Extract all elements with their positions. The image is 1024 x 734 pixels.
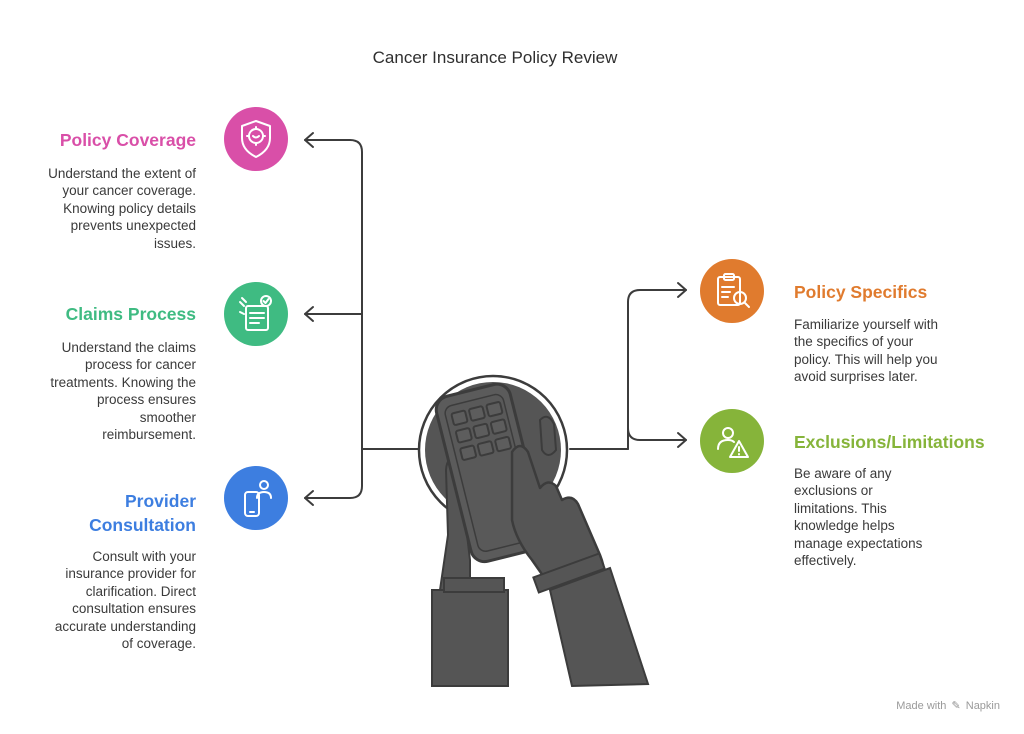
- checklist-document-icon: [239, 295, 272, 331]
- desc-line: clarification. Direct: [85, 583, 196, 599]
- policy-specifics-heading: Policy Specifics: [794, 282, 928, 302]
- desc-line: Familiarize yourself with: [794, 317, 939, 332]
- provider-consultation-heading: Provider Consultation: [40, 489, 196, 537]
- connector-policy-specifics: [627, 289, 687, 450]
- napkin-logo-icon: ✎: [951, 700, 961, 712]
- claims-process-icon-circle: [224, 282, 288, 346]
- provider-consultation-description: Consult with your insurance provider for…: [20, 548, 196, 652]
- policy-coverage-description: Understand the extent of your cancer cov…: [20, 165, 196, 252]
- desc-line: of coverage.: [121, 636, 196, 652]
- desc-line: Understand the extent of: [48, 166, 196, 181]
- hands-phone-illustration: [417, 374, 650, 688]
- person-warning-icon: [717, 427, 749, 458]
- desc-line: your cancer coverage.: [62, 183, 196, 199]
- exclusions-icon-circle: [700, 409, 764, 473]
- desc-line: avoid surprises later.: [794, 369, 918, 385]
- desc-line: treatments. Knowing the: [50, 374, 196, 390]
- desc-line: knowledge helps: [794, 518, 895, 534]
- desc-line: smoother: [139, 409, 196, 425]
- desc-line: exclusions or: [794, 483, 873, 499]
- desc-line: Understand the claims: [61, 340, 196, 355]
- claims-process-heading: Claims Process: [65, 304, 196, 324]
- desc-line: accurate understanding: [54, 618, 196, 634]
- made-with-napkin-footer: Made with ✎ Napkin: [896, 699, 1000, 712]
- phone-contact-icon: [244, 480, 272, 517]
- connector-exclusions: [627, 389, 687, 441]
- policy-specifics-icon-circle: [700, 259, 764, 323]
- desc-line: manage expectations: [794, 535, 923, 551]
- desc-line: process ensures: [96, 392, 196, 408]
- desc-line: reimbursement.: [102, 427, 196, 443]
- heading-line: Provider: [125, 491, 196, 511]
- exclusions-heading: Exclusions/Limitations: [794, 432, 985, 452]
- provider-consultation-icon-circle: [224, 466, 288, 530]
- desc-line: consultation ensures: [72, 601, 196, 617]
- connector-policy-coverage: [304, 139, 363, 450]
- desc-line: insurance provider for: [65, 566, 196, 582]
- policy-specifics-description: Familiarize yourself with the specifics …: [794, 316, 994, 386]
- napkin-brand-text: Napkin: [965, 700, 1000, 712]
- exclusions-description: Be aware of any exclusions or limitation…: [794, 465, 994, 569]
- heading-line: Consultation: [89, 515, 196, 535]
- desc-line: Knowing policy details: [63, 200, 196, 216]
- desc-line: effectively.: [794, 553, 857, 569]
- desc-line: process for cancer: [84, 357, 196, 373]
- desc-line: Consult with your: [92, 549, 196, 564]
- diagram-title: Cancer Insurance Policy Review: [372, 48, 618, 67]
- desc-line: Be aware of any: [794, 466, 892, 481]
- connector-provider-consultation: [304, 448, 363, 499]
- desc-line: prevents unexpected: [70, 218, 196, 234]
- desc-line: issues.: [153, 235, 196, 251]
- policy-coverage-heading: Policy Coverage: [59, 130, 196, 150]
- desc-line: the specifics of your: [794, 334, 914, 350]
- clipboard-search-icon: [717, 273, 750, 308]
- desc-line: policy. This will help you: [794, 351, 938, 367]
- shield-icon: [241, 120, 271, 158]
- policy-coverage-icon-circle: [224, 107, 288, 171]
- made-with-text: Made with: [896, 700, 947, 712]
- desc-line: limitations. This: [794, 500, 887, 516]
- claims-process-description: Understand the claims process for cancer…: [20, 339, 196, 443]
